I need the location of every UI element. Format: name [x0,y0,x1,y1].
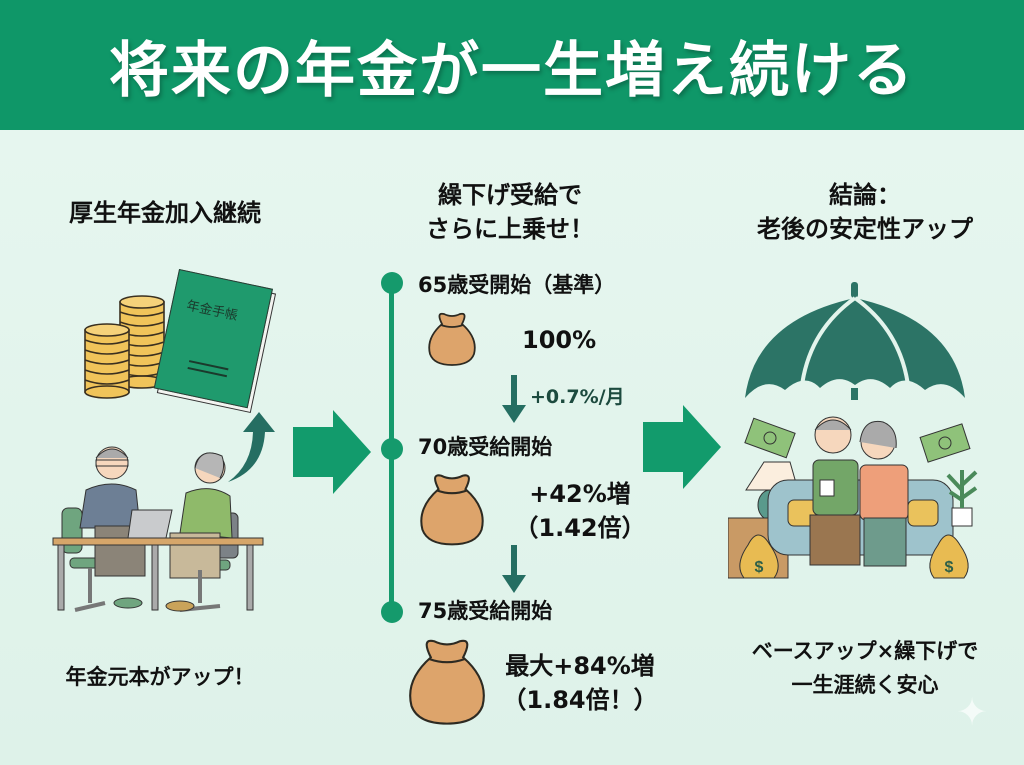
money-bag-icon [428,312,476,366]
elderly-couple-illustration: $ $ [728,416,978,579]
right-caption-line1: ベースアップ×繰下げで [751,639,979,663]
banknote-icon [744,417,971,463]
svg-text:$: $ [755,559,764,576]
office-workers-illustration [52,446,264,612]
step-70-value-line1: +42%増 [529,480,631,508]
step-65-label: 65歳受開始（基準） [418,273,616,297]
right-arrow-icon [643,405,721,489]
middle-title-line1: 繰下げ受給で [438,181,582,209]
timeline-dot-65 [381,272,403,294]
step-65-value: 100% [522,326,597,354]
money-bag-icon [420,474,484,546]
curved-up-arrow-icon [228,412,275,482]
right-title-line2: 老後の安定性アップ [757,215,973,243]
svg-text:$: $ [945,559,954,576]
timeline-dot-75 [381,601,403,623]
step-70-value-line2: （1.42倍） [514,514,646,542]
increment-label: +0.7%/月 [530,386,625,408]
money-bag-dollar-icon: $ $ [739,534,969,579]
content-background [0,130,1024,765]
down-arrow-icon [502,545,526,593]
left-title: 厚生年金加入継続 [69,199,261,227]
down-arrow-icon [502,375,526,423]
step-70-label: 70歳受給開始 [418,435,553,459]
book-label: 年金手帳 [185,298,240,324]
step-75-value-line2: （1.84倍！） [502,686,658,714]
right-arrow-icon [293,410,371,494]
page-title: 将来の年金が一生増え続ける [109,35,915,106]
right-caption-line2: 一生涯続く安心 [791,673,939,697]
umbrella-icon [745,282,965,400]
sparkle-icon: ✦ [956,690,988,734]
right-title-line1: 結論： [829,181,901,209]
left-caption: 年金元本がアップ！ [65,665,255,689]
header-banner: 将来の年金が一生増え続ける [0,0,1024,130]
middle-title-line2: さらに上乗せ！ [426,215,594,243]
step-75-label: 75歳受給開始 [418,599,553,623]
timeline-dot-70 [381,438,403,460]
coin-stack-icon [84,295,165,399]
money-bag-icon [409,639,485,725]
step-75-value-line1: 最大+84%増 [505,652,655,680]
